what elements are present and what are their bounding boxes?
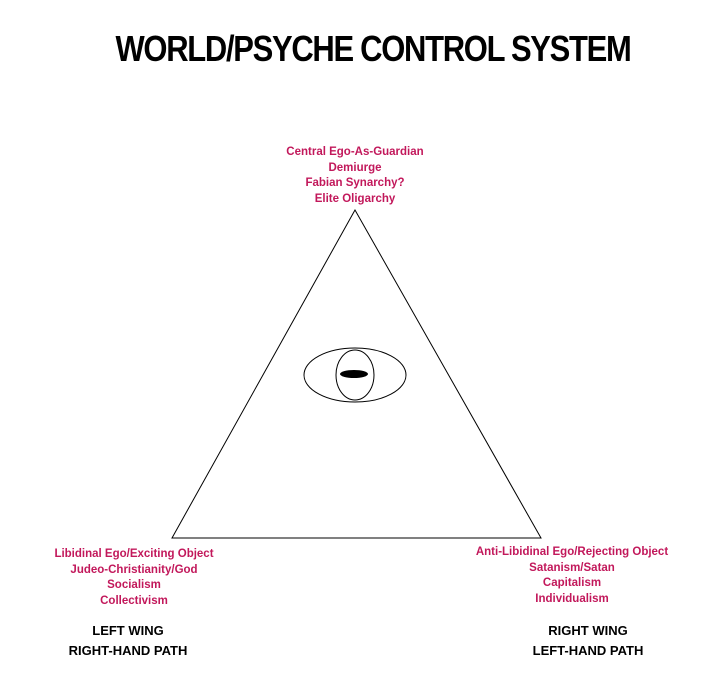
left-corner-line: Socialism [107, 579, 161, 591]
left-wing-line: RIGHT-HAND PATH [68, 643, 188, 658]
left-wing-line: LEFT WING [92, 623, 164, 638]
right-corner-line: Capitalism [542, 577, 602, 589]
pyramid-triangle [171, 208, 542, 539]
right-corner-line: Satanism/Satan [529, 561, 615, 574]
left-corner-line: Judeo-Christianity/God [70, 563, 198, 576]
eye-outline [303, 347, 407, 403]
left-wing-label: LEFT WING RIGHT-HAND PATH [38, 621, 218, 661]
right-wing-line: LEFT-HAND PATH [532, 643, 644, 658]
apex-line: Central Ego-As-Guardian [286, 146, 424, 158]
apex-line: Fabian Synarchy? [305, 177, 405, 189]
right-corner-line: Individualism [535, 592, 609, 605]
apex-line: Demiurge [328, 161, 382, 174]
apex-line: Elite Oligarchy [314, 192, 396, 205]
right-corner-label: Anti-Libidinal Ego/Rejecting Object Sata… [452, 545, 692, 607]
eye-pupil [340, 370, 368, 378]
page-title: WORLD/PSYCHE CONTROL SYSTEM [115, 28, 631, 69]
right-wing-label: RIGHT WING LEFT-HAND PATH [498, 621, 678, 661]
eye-iris [335, 349, 375, 401]
right-corner-line: Anti-Libidinal Ego/Rejecting Object [475, 546, 669, 558]
apex-label: Central Ego-As-Guardian Demiurge Fabian … [255, 145, 455, 207]
left-corner-line: Libidinal Ego/Exciting Object [54, 548, 214, 560]
left-corner-line: Collectivism [100, 594, 168, 607]
left-corner-label: Libidinal Ego/Exciting Object Judeo-Chri… [34, 547, 234, 609]
right-wing-line: RIGHT WING [548, 623, 628, 638]
